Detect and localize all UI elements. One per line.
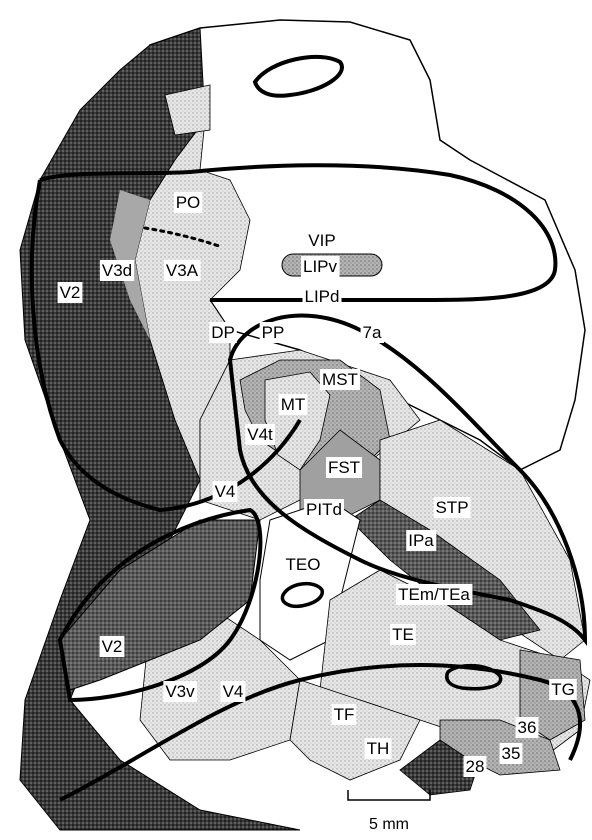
label-28: 28: [466, 757, 485, 776]
label-pitd: PITd: [306, 500, 342, 519]
label-v3v: V3v: [165, 682, 195, 701]
label-stp: STP: [435, 498, 468, 517]
label-po: PO: [176, 193, 201, 212]
label-35: 35: [502, 744, 521, 763]
label-v4-lower: V4: [223, 682, 244, 701]
label-v2-lower: V2: [102, 637, 123, 656]
label-v4-upper: V4: [215, 482, 236, 501]
label-dp: DP: [211, 323, 235, 342]
label-v2-upper: V2: [60, 283, 81, 302]
label-tg: TG: [551, 680, 575, 699]
label-tf: TF: [334, 705, 355, 724]
label-tem-tea: TEm/TEa: [398, 585, 470, 604]
label-te: TE: [392, 625, 414, 644]
label-mst: MST: [322, 370, 358, 389]
label-7a: 7a: [363, 323, 382, 342]
label-th: TH: [367, 739, 390, 758]
scale-bar-line: [348, 790, 430, 800]
label-lipd: LIPd: [305, 287, 340, 306]
label-v3d: V3d: [102, 261, 132, 280]
label-v3a: V3A: [166, 261, 199, 280]
label-teo: TEO: [286, 555, 321, 574]
label-lipv: LIPv: [303, 257, 338, 276]
label-36: 36: [518, 718, 537, 737]
label-vip: VIP: [308, 231, 335, 250]
label-pp: PP: [262, 323, 285, 342]
scale-bar: 5 mm: [348, 790, 430, 833]
label-fst: FST: [328, 458, 360, 477]
label-ipa: IPa: [408, 531, 434, 550]
label-v4t: V4t: [247, 425, 273, 444]
label-mt: MT: [281, 395, 306, 414]
scale-bar-label: 5 mm: [369, 816, 409, 833]
